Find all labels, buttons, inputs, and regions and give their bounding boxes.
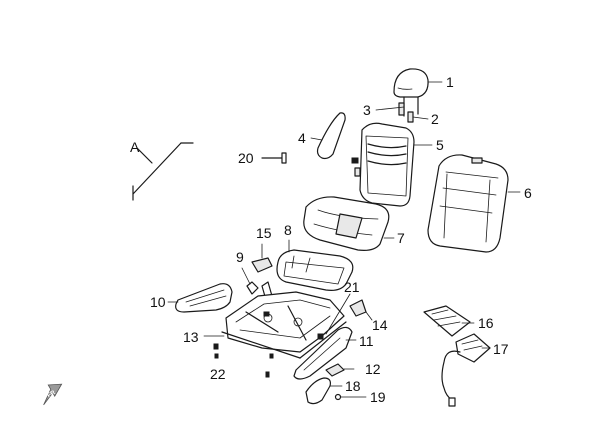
part-clip [261, 152, 287, 164]
part-seat-frame [203, 291, 347, 378]
callout-11: 11 [359, 333, 374, 349]
callout-14: 14 [372, 317, 388, 333]
callout-2: 2 [431, 111, 439, 127]
callout-21: 21 [344, 279, 360, 295]
part-bolt [213, 343, 219, 359]
part-lever [325, 363, 355, 377]
part-knob-cover [305, 377, 343, 405]
callout-13: 13 [183, 329, 199, 345]
part-screw [334, 393, 367, 401]
fr-label: FR [47, 390, 58, 400]
callout-15: 15 [256, 225, 272, 241]
part-bracket-14 [349, 299, 373, 321]
callout-19: 19 [370, 389, 386, 405]
callout-6: 6 [524, 185, 532, 201]
part-side-shield [167, 283, 233, 313]
section-label: A [130, 139, 140, 155]
callout-8: 8 [284, 222, 292, 238]
callout-4: 4 [298, 130, 306, 146]
part-seatback-cover [427, 154, 521, 253]
part-21-leader [317, 293, 351, 340]
part-seatback-frame [351, 122, 433, 207]
part-heater-pad-17 [441, 333, 491, 407]
front-direction-arrow: FR [43, 383, 63, 406]
callout-17: 17 [493, 341, 509, 357]
part-side-trim [310, 112, 346, 160]
part-heater-pad-16 [423, 305, 475, 337]
callout-16: 16 [478, 315, 494, 331]
part-cushion-pan [276, 239, 354, 291]
callout-22: 22 [210, 366, 226, 382]
part-seat-cushion [303, 196, 395, 251]
callout-20: 20 [238, 150, 254, 166]
part-outer-trim [293, 326, 357, 380]
callout-18: 18 [345, 378, 361, 394]
callout-5: 5 [436, 137, 444, 153]
callout-3: 3 [363, 102, 371, 118]
callout-7: 7 [397, 230, 405, 246]
callout-9: 9 [236, 249, 244, 265]
callout-10: 10 [150, 294, 166, 310]
section-a-bracket [132, 142, 194, 201]
callout-12: 12 [365, 361, 381, 377]
part-headrest-guides [375, 102, 429, 123]
part-small-brackets [241, 243, 273, 301]
callout-1: 1 [446, 74, 454, 90]
